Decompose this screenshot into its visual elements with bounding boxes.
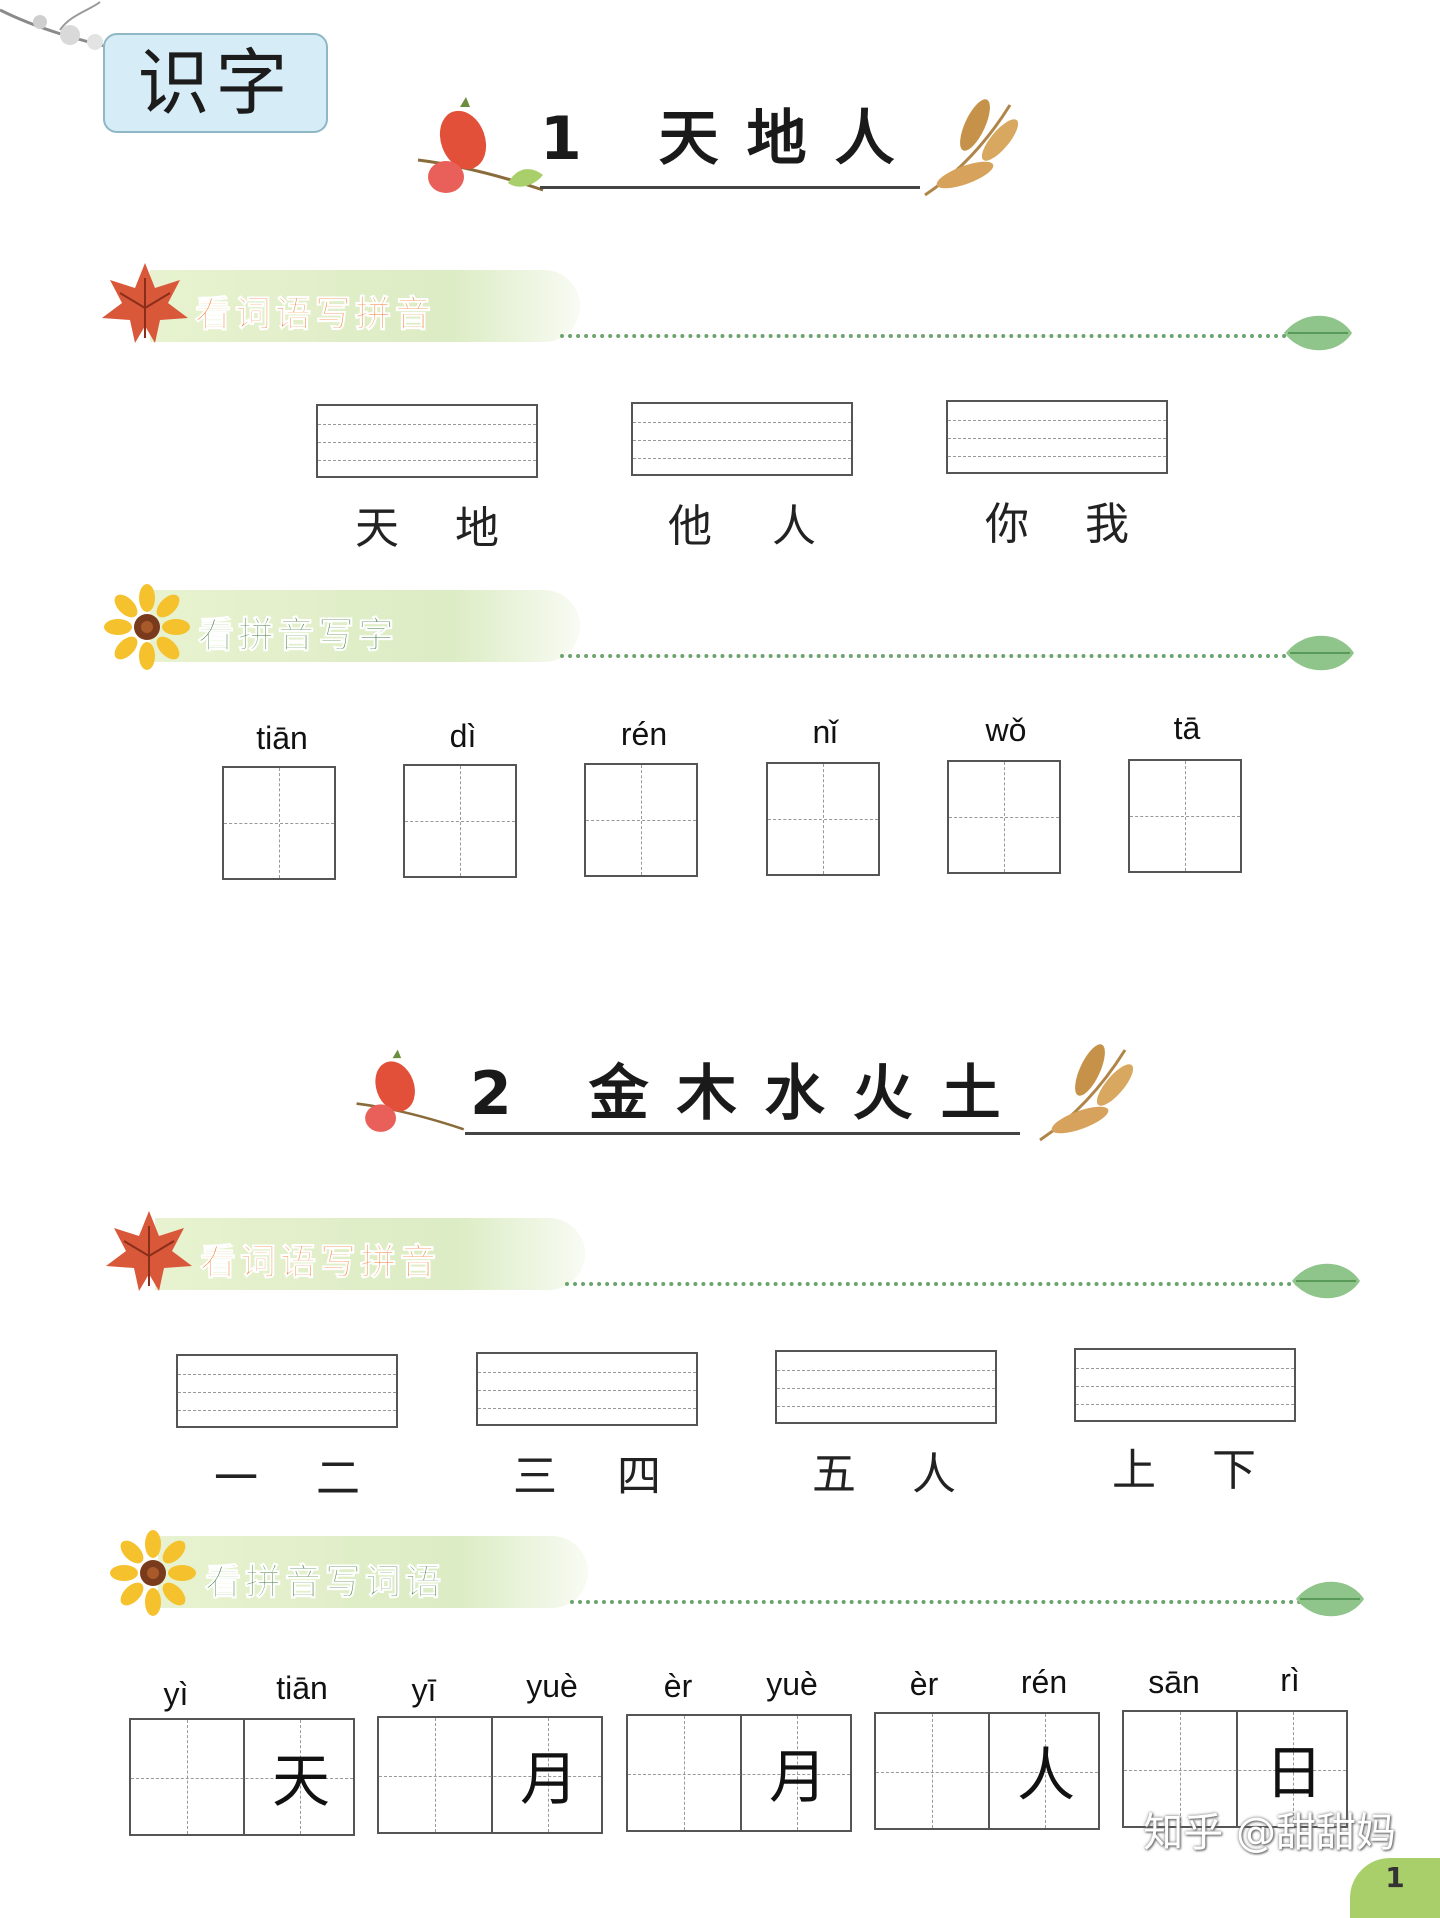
pinyin-writing-box[interactable] (316, 404, 538, 478)
unit-tag: 识字 (103, 33, 328, 133)
word-char: 人 (912, 1449, 956, 1500)
pinyin-label: rén (1020, 1664, 1068, 1700)
pinyin-label: sān (1148, 1664, 1200, 1700)
autumn-leaves-icon (924, 99, 1019, 197)
sunflower-icon (110, 1530, 196, 1616)
pinyin-label: yuè (766, 1666, 818, 1702)
green-leaf-icon (1286, 635, 1354, 671)
section-label-write-chars: 看拼音写字 (197, 615, 399, 657)
pinyin-label: tiān (276, 1670, 328, 1706)
given-char: 天 (271, 1747, 330, 1815)
word-writing-box[interactable]: 天 (129, 1718, 355, 1836)
title-underline (540, 186, 920, 189)
word-writing-box[interactable]: 月 (626, 1714, 852, 1832)
pinyin-label: yuè (526, 1668, 578, 1704)
autumn-leaves-icon (1039, 1044, 1134, 1142)
word-writing-box[interactable]: 日 (1122, 1710, 1348, 1828)
word-char: 地 (455, 503, 499, 554)
dotted-rule (560, 334, 1295, 338)
pinyin-label: yì (163, 1676, 189, 1712)
word-writing-box[interactable]: 月 (377, 1716, 603, 1834)
word-char: 二 (316, 1453, 360, 1504)
title-underline (465, 1132, 1020, 1135)
section-banner (150, 270, 580, 342)
word-char: 你 (985, 499, 1029, 550)
word-writing-box[interactable]: 人 (874, 1712, 1100, 1830)
pinyin-writing-box[interactable] (631, 402, 853, 476)
pinyin-label: wǒ (985, 712, 1027, 748)
dotted-rule (560, 654, 1295, 658)
rosehip-decoration-icon (417, 97, 544, 193)
word-char: 下 (1212, 1445, 1256, 1496)
pinyin-label: rì (1280, 1662, 1300, 1698)
pinyin-writing-box[interactable] (476, 1352, 698, 1426)
word-char: 三 (513, 1451, 557, 1502)
section-label-write-words: 看拼音写词语 (204, 1562, 446, 1604)
section-label-write-pinyin: 看词语写拼音 (194, 294, 436, 336)
pinyin-label: dì (449, 718, 477, 754)
pinyin-writing-box[interactable] (946, 400, 1168, 474)
page-number: 1 (1350, 1858, 1440, 1918)
word-char: 人 (772, 501, 816, 552)
tianzige-grid[interactable] (766, 762, 880, 876)
tianzige-grid[interactable] (222, 766, 336, 880)
tianzige-grid[interactable] (1128, 759, 1242, 873)
pinyin-writing-box[interactable] (775, 1350, 997, 1424)
given-char: 人 (1016, 1741, 1075, 1809)
pinyin-label: tā (1173, 710, 1201, 746)
lesson-1-title: 1 天地人 (540, 104, 923, 174)
pinyin-label: rén (620, 716, 668, 752)
watermark: 知乎 @甜甜妈 (1143, 1810, 1396, 1856)
given-char: 日 (1264, 1739, 1323, 1807)
dotted-rule (570, 1600, 1302, 1604)
maple-leaf-icon (102, 263, 188, 343)
pinyin-label: nǐ (812, 714, 838, 750)
tianzige-grid[interactable] (584, 763, 698, 877)
word-char: 一 (214, 1453, 258, 1504)
dotted-rule (565, 1282, 1300, 1286)
section-label-write-pinyin: 看词语写拼音 (199, 1242, 441, 1284)
tianzige-grid[interactable] (403, 764, 517, 878)
pinyin-label: èr (663, 1668, 693, 1704)
pinyin-writing-box[interactable] (1074, 1348, 1296, 1422)
green-leaf-icon (1296, 1581, 1364, 1617)
pinyin-label: tiān (256, 720, 308, 756)
pinyin-label: yī (411, 1672, 437, 1708)
word-char: 他 (668, 501, 712, 552)
pinyin-label: èr (909, 1666, 939, 1702)
word-char: 天 (355, 503, 399, 554)
word-char: 四 (617, 1451, 661, 1502)
maple-leaf-icon (106, 1211, 192, 1291)
tianzige-grid[interactable] (947, 760, 1061, 874)
section-banner (158, 1536, 588, 1608)
word-char: 五 (812, 1449, 856, 1500)
rosehip-decoration-icon (356, 1049, 465, 1132)
word-char: 上 (1112, 1445, 1156, 1496)
lesson-2-title: 2 金木水火土 (470, 1059, 1029, 1129)
given-char: 月 (768, 1743, 827, 1811)
section-banner (155, 1218, 585, 1290)
given-char: 月 (519, 1745, 578, 1813)
green-leaf-icon (1292, 1263, 1360, 1299)
pinyin-writing-box[interactable] (176, 1354, 398, 1428)
green-leaf-icon (1284, 315, 1352, 351)
sunflower-icon (104, 584, 190, 670)
word-char: 我 (1085, 499, 1129, 550)
section-banner (150, 590, 580, 662)
